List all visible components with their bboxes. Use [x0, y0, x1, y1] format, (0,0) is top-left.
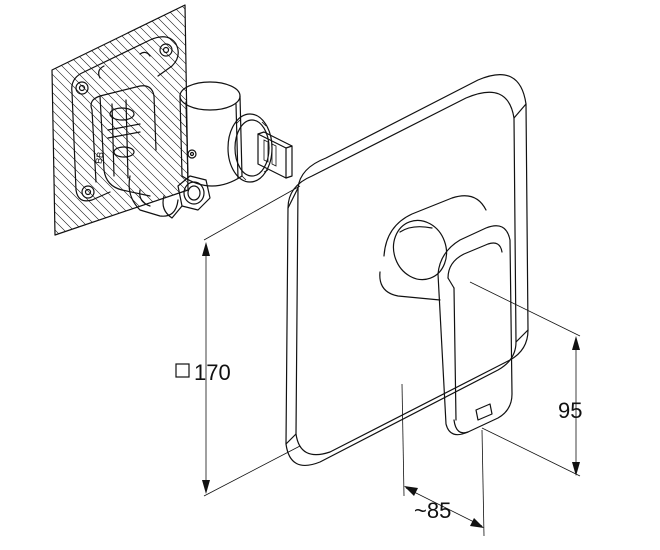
dimension-lever-length: [401, 383, 485, 537]
hatch-line: [85, 5, 188, 235]
hatch-line: [52, 5, 93, 235]
hatch-line: [175, 5, 188, 235]
hatch-line: [203, 0, 443, 240]
hatch-line: [52, 5, 57, 235]
dimension-lever-height: [469, 281, 581, 477]
hatch-line: [0, 0, 47, 240]
hatch-line: [0, 0, 20, 240]
hatch-line: [130, 5, 188, 235]
hatch-line: [139, 5, 188, 235]
hatch-line: [52, 5, 111, 235]
dimension-plate-height: [202, 185, 301, 497]
hatch-line: [52, 5, 84, 235]
hatch-line: [239, 0, 479, 240]
hatch-line: [0, 0, 29, 240]
square-symbol-icon: [175, 363, 190, 378]
hatch-line: [275, 0, 515, 240]
lever-handle: [379, 195, 513, 436]
hatch-line: [52, 5, 188, 235]
plate-size-label: 170: [194, 360, 231, 385]
hex-nut: [162, 175, 211, 219]
hatch-line: [52, 5, 156, 235]
hatch-line: [293, 0, 533, 240]
hatch-line: [0, 0, 38, 240]
hatch-line: [52, 5, 120, 235]
hatch-line: [166, 5, 188, 235]
hatch-line: [112, 5, 188, 235]
hatch-line: [194, 0, 434, 240]
hatch-line: [248, 0, 488, 240]
svg-text:BB: BB: [93, 151, 105, 165]
hatch-line: [284, 0, 524, 240]
hatch-line: [52, 5, 188, 235]
hatch-line: [76, 5, 188, 235]
wall-hatching: [0, 0, 533, 240]
cartridge-cylinder: [179, 81, 293, 187]
hatch-line: [230, 0, 470, 240]
hatch-line: [184, 5, 188, 235]
hatch-line: [52, 5, 188, 235]
hatch-line: [103, 5, 188, 235]
hatch-line: [212, 0, 452, 240]
hatch-line: [52, 5, 138, 235]
wall-panel: [0, 0, 533, 240]
hatch-line: [266, 0, 506, 240]
hatch-line: [67, 5, 188, 235]
mounting-bracket: [71, 36, 179, 202]
lever-height-label: 95: [558, 398, 582, 423]
hatch-line: [94, 5, 188, 235]
hatch-line: [257, 0, 497, 240]
hatch-line: [52, 5, 165, 235]
hatch-line: [52, 5, 129, 235]
hatch-line: [52, 5, 102, 235]
valve-body: BB: [90, 85, 179, 217]
hatch-line: [52, 5, 188, 235]
cover-plate: [285, 74, 529, 466]
hatch-line: [148, 5, 188, 235]
lever-length-label: ~85: [414, 498, 451, 523]
hatch-line: [121, 5, 188, 235]
hatch-line: [221, 0, 461, 240]
hatch-line: [52, 5, 66, 235]
hatch-line: [52, 5, 188, 235]
hatch-line: [52, 5, 75, 235]
hatch-line: [52, 5, 147, 235]
